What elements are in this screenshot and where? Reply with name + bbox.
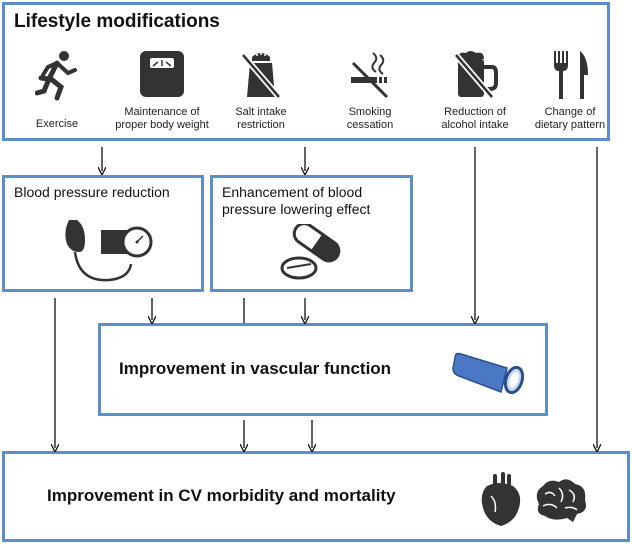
lifestyle-modifications-box: Lifestyle modifications Exercise Mainten… [2, 2, 610, 141]
pills-icon [280, 224, 341, 280]
enhancement-label: Enhancement of blood pressure lowering e… [222, 184, 370, 218]
salt-label-2: restriction [237, 119, 285, 131]
sphygmomanometer-icon [65, 220, 153, 282]
body-weight-label-2: proper body weight [115, 119, 209, 131]
vascular-function-label: Improvement in vascular function [119, 359, 392, 378]
running-person-icon [35, 51, 77, 101]
smoking-label-1: Smoking [348, 106, 392, 118]
alcohol-label-1: Reduction of [444, 106, 506, 118]
heart-icon [481, 472, 521, 526]
exercise-label: Exercise [35, 118, 79, 130]
cv-outcome-box: Improvement in CV morbidity and mortalit… [2, 451, 630, 542]
smoking-label-2: cessation [346, 119, 394, 131]
lifestyle-item-exercise: Exercise [0, 49, 117, 131]
scale-icon [140, 51, 184, 97]
lifestyle-title: Lifestyle modifications [14, 11, 220, 32]
enhancement-label-2: pressure lowering effect [222, 201, 371, 217]
lifestyle-item-body-weight: Maintenance of proper body weight [102, 49, 222, 132]
no-salt-icon [240, 53, 282, 99]
body-weight-label-1: Maintenance of [124, 106, 200, 118]
lifestyle-item-smoking: Smoking cessation [310, 49, 430, 132]
alcohol-label-2: alcohol intake [441, 119, 509, 131]
bp-reduction-label: Blood pressure reduction [14, 184, 170, 200]
bp-reduction-box: Blood pressure reduction [2, 175, 204, 292]
no-smoking-icon [351, 52, 389, 99]
brain-icon [536, 479, 586, 522]
lifestyle-item-diet: Change of dietary pattern [510, 49, 630, 132]
enhancement-box: Enhancement of blood pressure lowering e… [210, 175, 413, 292]
lifestyle-item-alcohol: Reduction of alcohol intake [415, 49, 535, 132]
enhancement-label-1: Enhancement of blood [222, 184, 363, 200]
fork-knife-icon [554, 51, 588, 99]
vascular-function-box: Improvement in vascular function [98, 323, 548, 416]
cv-outcome-label: Improvement in CV morbidity and mortalit… [47, 486, 396, 505]
salt-label-1: Salt intake [235, 106, 287, 118]
diet-label-1: Change of [544, 106, 596, 118]
lifestyle-item-salt: Salt intake restriction [201, 49, 321, 132]
no-alcohol-icon [453, 51, 498, 99]
diet-label-2: dietary pattern [534, 119, 606, 131]
blood-vessel-icon [452, 352, 525, 395]
